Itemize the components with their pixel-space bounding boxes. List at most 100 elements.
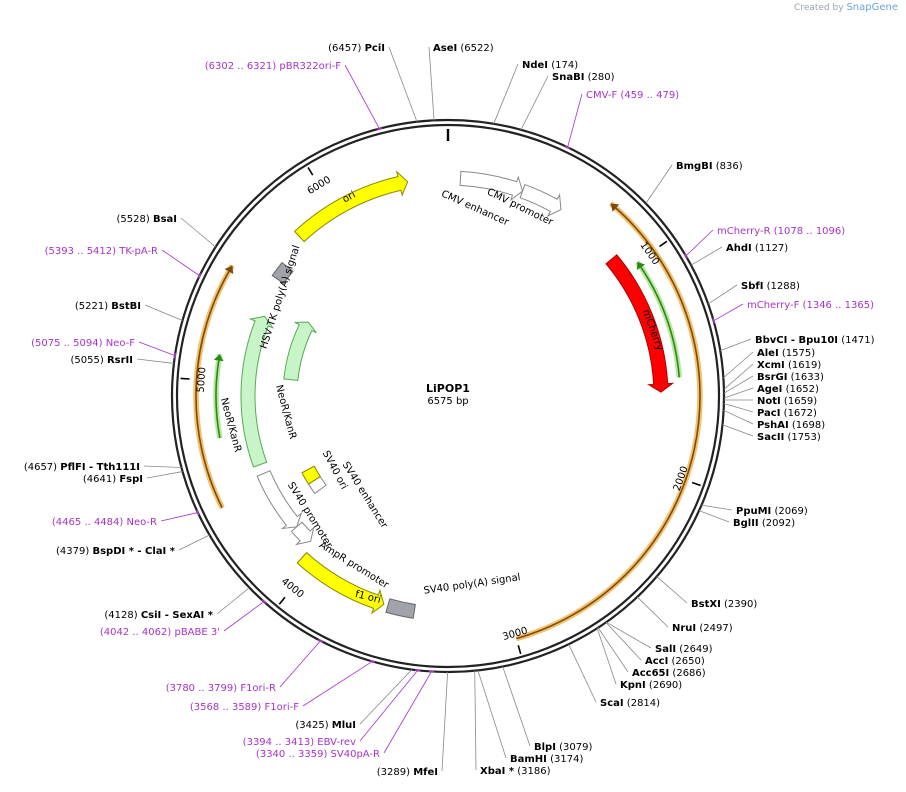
site-label[interactable]: Acc65I (2686) xyxy=(632,668,706,679)
site-label[interactable]: (4657) PflFI - Tth111I xyxy=(24,462,140,473)
feature-cmv-enhancer[interactable] xyxy=(459,170,524,202)
site-label[interactable]: BsrGI (1633) xyxy=(757,372,824,383)
site-gap: ( xyxy=(771,506,778,517)
site-close: ) xyxy=(784,243,788,254)
site-position: 4657 xyxy=(28,462,53,473)
feature-ori[interactable] xyxy=(293,170,409,243)
site-label[interactable]: AhdI (1127) xyxy=(726,243,788,254)
site-gap: ( xyxy=(646,680,653,691)
tick-label: 3000 xyxy=(501,625,528,642)
site-label[interactable]: XcmI (1619) xyxy=(757,360,821,371)
site-close: ) xyxy=(820,372,824,383)
site-leader xyxy=(701,504,733,511)
site-label[interactable]: SalI (2649) xyxy=(655,644,713,655)
feature-sv40-polya[interactable] xyxy=(385,598,416,619)
site-close: ) xyxy=(813,408,817,419)
feature-neor-kanr-inner[interactable] xyxy=(283,321,317,381)
primer-mark xyxy=(376,127,383,131)
primer-label[interactable]: (3340 .. 3359) SV40pA-R xyxy=(256,749,380,760)
site-label[interactable]: (3425) MluI xyxy=(295,720,356,731)
feature-sv40-promoter[interactable] xyxy=(256,470,303,530)
site-gap: ( xyxy=(784,432,791,443)
site-label[interactable]: KpnI (2690) xyxy=(620,680,682,691)
site-label[interactable]: NruI (2497) xyxy=(672,623,733,634)
site-gap: ( xyxy=(759,518,766,529)
primer-range: 6302 .. 6321 xyxy=(209,61,273,72)
primer-label[interactable]: (4042 .. 4062) pBABE 3' xyxy=(100,627,220,638)
feature-cmv-promoter[interactable] xyxy=(519,183,562,217)
plasmid-name: LiPOP1 xyxy=(426,382,470,395)
primer-leader xyxy=(359,670,418,742)
primer-label[interactable]: mCherry-R (1078 .. 1096) xyxy=(717,226,845,237)
site-label[interactable]: BbvCI - Bpu10I (1471) xyxy=(755,335,875,346)
site-label[interactable]: PshAI (1698) xyxy=(757,420,825,431)
primer-label[interactable]: (3780 .. 3799) F1ori-R xyxy=(166,683,276,694)
site-label[interactable]: NdeI (174) xyxy=(522,60,578,71)
site-label[interactable]: BglII (2092) xyxy=(733,518,795,529)
site-label[interactable]: AseI (6522) xyxy=(433,43,494,54)
site-name: PpuMI xyxy=(736,506,771,517)
site-position: 1288 xyxy=(771,281,796,292)
primer-name: pBABE 3' xyxy=(174,627,220,638)
primer-leader xyxy=(344,64,380,129)
site-name: BstBI xyxy=(111,301,141,312)
site-name: SalI xyxy=(655,644,676,655)
primer-label[interactable]: (6302 .. 6321) pBR322ori-F xyxy=(205,61,341,72)
snapgene-watermark: Created by SnapGene xyxy=(794,2,898,13)
primer-name: EBV-rev xyxy=(317,737,356,748)
site-label[interactable]: NotI (1659) xyxy=(757,396,817,407)
primer-label[interactable]: (5393 .. 5412) TK-pA-R xyxy=(45,246,158,257)
site-label[interactable]: (6457) PciI xyxy=(328,43,385,54)
site-label[interactable]: AccI (2650) xyxy=(645,656,705,667)
primer-label[interactable]: (5075 .. 5094) Neo-F xyxy=(31,338,135,349)
site-close: ) xyxy=(574,60,578,71)
site-label[interactable]: ScaI (2814) xyxy=(600,698,660,709)
feature-mcherry[interactable] xyxy=(605,254,675,393)
primer-label[interactable]: (4465 .. 4484) Neo-R xyxy=(52,517,157,528)
site-label[interactable]: BlpI (3079) xyxy=(534,742,592,753)
site-open: ( xyxy=(56,546,60,557)
site-label[interactable]: (5221) BstBI xyxy=(75,301,141,312)
feature-hsv-tk-polya[interactable] xyxy=(271,261,294,285)
site-label[interactable]: (4379) BspDI * - ClaI * xyxy=(56,546,176,557)
site-label[interactable]: AleI (1575) xyxy=(757,348,815,359)
site-label[interactable]: XbaI * (3186) xyxy=(480,766,551,777)
feature-ampr-promoter[interactable] xyxy=(290,521,315,546)
site-label[interactable]: AgeI (1652) xyxy=(757,384,819,395)
site-label[interactable]: BamHI (3174) xyxy=(510,754,583,765)
site-label[interactable]: (5055) RsrII xyxy=(71,355,133,366)
primer-open: ( xyxy=(190,702,194,713)
site-label[interactable]: (3289) MfeI xyxy=(377,767,438,778)
site-position: 5221 xyxy=(79,301,104,312)
site-position: 5528 xyxy=(120,214,145,225)
site-position: 4128 xyxy=(108,610,133,621)
site-label[interactable]: SnaBI (280) xyxy=(552,72,615,83)
site-label[interactable]: PacI (1672) xyxy=(757,408,817,419)
primer-label[interactable]: CMV-F (459 .. 479) xyxy=(586,90,679,101)
site-position: 5055 xyxy=(74,355,99,366)
site-open: ( xyxy=(24,462,28,473)
primer-label[interactable]: (3394 .. 3413) EBV-rev xyxy=(243,737,356,748)
feature-sv40-ori[interactable] xyxy=(301,465,322,485)
site-leader xyxy=(388,46,418,122)
site-leader xyxy=(596,628,617,685)
feature-neor-kanr[interactable] xyxy=(240,315,275,468)
site-name: BamHI xyxy=(510,754,547,765)
site-label[interactable]: SacII (1753) xyxy=(757,432,821,443)
feature-f1-ori[interactable] xyxy=(296,551,385,615)
site-label[interactable]: BstXI (2390) xyxy=(691,599,757,610)
site-label[interactable]: (4128) CsiI - SexAI * xyxy=(104,610,213,621)
site-label[interactable]: (5528) BsaI xyxy=(117,214,178,225)
site-label[interactable]: SbfI (1288) xyxy=(741,281,800,292)
primer-label[interactable]: mCherry-F (1346 .. 1365) xyxy=(747,300,874,311)
primer-label[interactable]: (3568 .. 3589) F1ori-F xyxy=(190,702,299,713)
site-close: ) xyxy=(611,72,615,83)
site-close: ) xyxy=(804,506,808,517)
site-open: ( xyxy=(75,301,79,312)
primer-open: ( xyxy=(256,749,260,760)
primer-range: 1078 .. 1096 xyxy=(778,226,842,237)
primer-name: mCherry-R xyxy=(717,226,771,237)
site-label[interactable]: BmgBI (836) xyxy=(676,161,743,172)
site-label[interactable]: PpuMI (2069) xyxy=(736,506,808,517)
site-label[interactable]: (4641) FspI xyxy=(83,474,143,485)
